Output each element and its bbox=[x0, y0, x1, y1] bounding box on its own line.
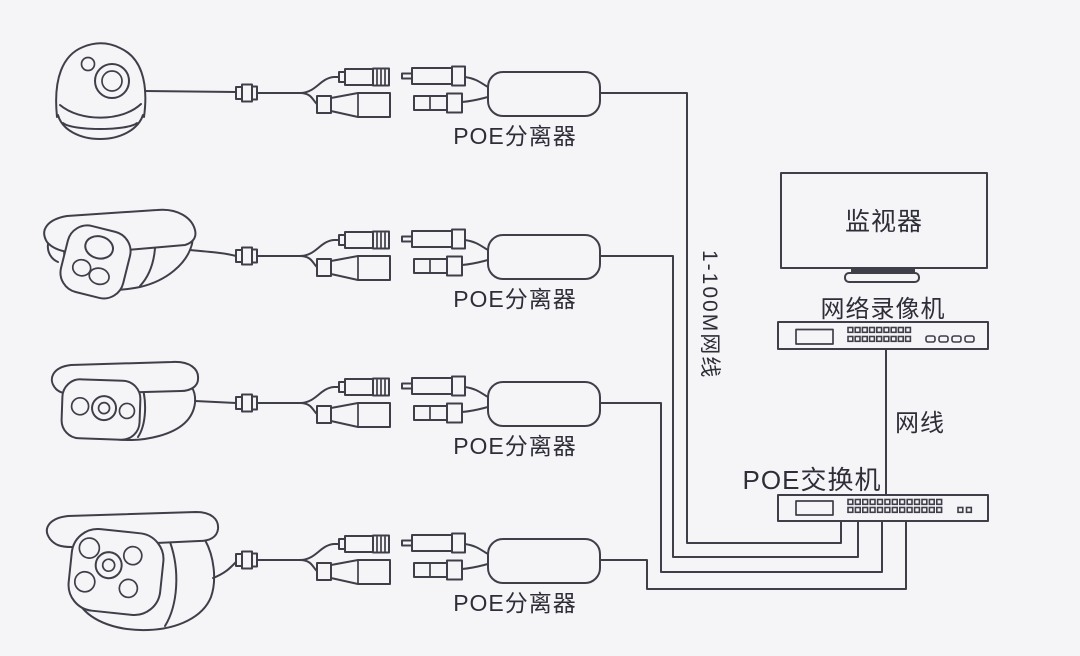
rj45-plug-connector bbox=[316, 255, 391, 281]
splitter-body bbox=[487, 538, 601, 584]
monitor-label: 监视器 bbox=[845, 208, 923, 236]
camera4-pigtail-cable bbox=[212, 561, 237, 579]
camera1-pigtail-cable bbox=[144, 90, 237, 93]
pigtail-connector bbox=[235, 230, 391, 281]
camera3-pigtail-cable bbox=[194, 400, 237, 404]
switch-label: POE交换机 bbox=[743, 465, 882, 495]
splitter-body bbox=[487, 381, 601, 427]
splitter-label: POE分离器 bbox=[453, 433, 577, 459]
switch-display bbox=[795, 500, 834, 516]
lan-plug bbox=[413, 255, 489, 277]
dc-female-connector bbox=[338, 534, 390, 554]
network-cable-label: 网线 bbox=[895, 410, 945, 437]
splitter-row-3: POE分离器 bbox=[235, 375, 601, 459]
uplink-cable-label: 1-100M网线 bbox=[698, 250, 721, 379]
monitor-base bbox=[844, 272, 920, 283]
pigtail-connector bbox=[235, 377, 391, 428]
cable-run-4 bbox=[599, 520, 907, 590]
dc-female-connector bbox=[338, 377, 390, 397]
nvr-display bbox=[795, 328, 834, 345]
dc-male-plug bbox=[401, 65, 489, 88]
monitor-neck bbox=[851, 268, 915, 274]
splitter-body bbox=[487, 71, 601, 117]
pigtail-connector bbox=[235, 67, 391, 118]
cable-run-1 bbox=[599, 92, 842, 544]
poe-switch: POE交换机 bbox=[743, 465, 989, 522]
dc-male-plug bbox=[401, 532, 489, 555]
rj45-plug-connector bbox=[316, 402, 391, 428]
pigtail-connector bbox=[235, 534, 391, 585]
rj45-plug-connector bbox=[316, 559, 391, 585]
splitter-row-2: POE分离器 bbox=[235, 228, 601, 312]
poe-splitter: POE分离器 bbox=[401, 532, 601, 616]
lan-plug bbox=[413, 92, 489, 114]
monitor-screen bbox=[780, 172, 988, 269]
nvr: 网络录像机 bbox=[777, 296, 989, 350]
lan-plug bbox=[413, 559, 489, 581]
cable-run-2 bbox=[599, 255, 859, 558]
rj45-plug-connector bbox=[316, 92, 391, 118]
monitor: 监视器 bbox=[780, 172, 988, 283]
bullet-camera-2 bbox=[51, 360, 200, 442]
lan-plug bbox=[413, 402, 489, 424]
dome-camera bbox=[55, 42, 147, 140]
splitter-row-1: POE分离器 bbox=[235, 65, 601, 149]
bullet-camera-3 bbox=[45, 511, 220, 632]
cable-run-3 bbox=[599, 402, 883, 573]
splitter-label: POE分离器 bbox=[453, 590, 577, 616]
dc-male-plug bbox=[401, 228, 489, 251]
poe-splitter: POE分离器 bbox=[401, 375, 601, 459]
dc-male-plug bbox=[401, 375, 489, 398]
poe-splitter: POE分离器 bbox=[401, 228, 601, 312]
splitter-row-4: POE分离器 bbox=[235, 532, 601, 616]
nvr-label: 网络录像机 bbox=[821, 296, 946, 323]
camera2-pigtail-cable bbox=[189, 249, 237, 257]
splitter-body bbox=[487, 234, 601, 280]
bullet-camera-1 bbox=[43, 208, 197, 300]
splitter-label: POE分离器 bbox=[453, 123, 577, 149]
poe-splitter: POE分离器 bbox=[401, 65, 601, 149]
splitter-label: POE分离器 bbox=[453, 286, 577, 312]
dc-female-connector bbox=[338, 230, 390, 250]
dc-female-connector bbox=[338, 67, 390, 87]
